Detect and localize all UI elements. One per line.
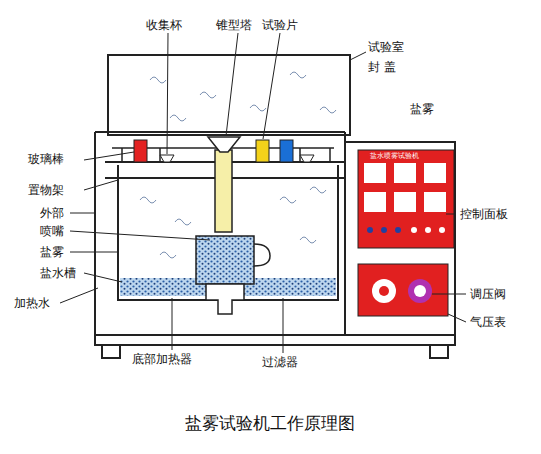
part-label: 加热水 (14, 296, 50, 310)
part-label: 收集杯 (146, 18, 182, 32)
part-label: 盐雾 (410, 102, 434, 116)
part-label: 试验室 (368, 40, 404, 54)
panel-nameplate: 盐水喷雾试验机 (370, 152, 419, 160)
figure-caption: 盐雾试验机工作原理图 (185, 412, 355, 435)
part-label: 盐水槽 (40, 266, 76, 280)
part-label: 底部加热器 (132, 352, 192, 366)
part-label: 试验片 (262, 18, 298, 32)
part-label: 封 盖 (368, 60, 396, 74)
part-label: 外部 (40, 206, 64, 220)
part-label: 盐雾 (40, 245, 64, 259)
part-label: 锥型塔 (216, 18, 252, 32)
part-label: 玻璃棒 (28, 152, 64, 166)
part-label: 过滤器 (262, 355, 298, 369)
part-label: 气压表 (470, 315, 506, 329)
part-label: 喷嘴 (40, 224, 64, 238)
part-label: 置物架 (28, 183, 64, 197)
part-label: 控制面板 (460, 207, 508, 221)
part-label: 调压阀 (470, 287, 506, 301)
